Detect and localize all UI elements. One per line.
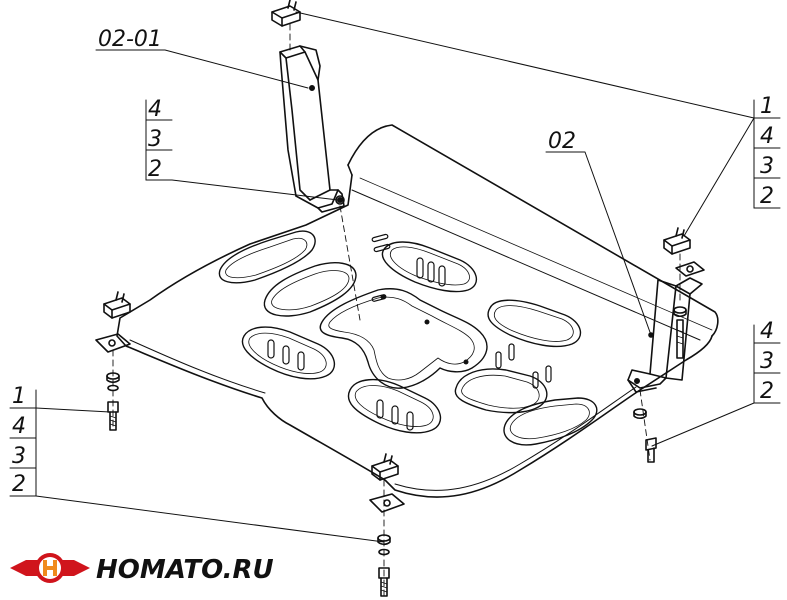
slot bbox=[503, 397, 598, 446]
slot bbox=[487, 299, 582, 348]
callout-bottom-left-3: 3 bbox=[12, 444, 26, 469]
slot bbox=[319, 288, 488, 389]
clip-nut-left bbox=[103, 291, 131, 319]
callout-02: 02 bbox=[548, 129, 576, 154]
homato-logo: HOMATO.RU bbox=[10, 553, 274, 585]
vent-louvres bbox=[267, 233, 552, 431]
leader-lines bbox=[9, 11, 781, 543]
slot bbox=[454, 368, 548, 414]
slot bbox=[381, 241, 478, 293]
bracket-right-02 bbox=[627, 277, 703, 393]
callout-bottom-left-2: 2 bbox=[12, 472, 26, 497]
callout-right-top-3: 3 bbox=[760, 154, 774, 179]
callout-bottom-left-4: 4 bbox=[12, 414, 26, 439]
clip-nut-top bbox=[271, 0, 301, 27]
clip-nut-bottom bbox=[371, 453, 399, 481]
callout-02-01: 02-01 bbox=[98, 27, 162, 52]
logo-brand-text: HOMATO.RU bbox=[96, 555, 274, 585]
holes bbox=[337, 197, 469, 365]
slot bbox=[347, 379, 442, 434]
slot bbox=[241, 326, 336, 380]
callout-right-top-2: 2 bbox=[760, 184, 774, 209]
callout-left-4: 4 bbox=[148, 97, 162, 122]
callout-right-mid-3: 3 bbox=[760, 349, 774, 374]
skid-plate bbox=[116, 124, 719, 498]
callout-right-top-4: 4 bbox=[760, 124, 774, 149]
callout-left-3: 3 bbox=[148, 127, 162, 152]
callout-bottom-left-1: 1 bbox=[12, 384, 26, 409]
fastener-right bbox=[633, 306, 687, 463]
logo-emblem bbox=[10, 553, 90, 583]
clip-nut-right bbox=[663, 227, 691, 255]
callout-right-mid-2: 2 bbox=[760, 379, 774, 404]
callout-labels: 02-01 4 3 2 02 1 4 3 2 4 3 2 1 4 3 2 bbox=[12, 27, 774, 497]
callout-right-top-1: 1 bbox=[760, 94, 774, 119]
slot bbox=[263, 262, 357, 317]
callout-right-mid-4: 4 bbox=[760, 319, 774, 344]
callout-left-2: 2 bbox=[148, 157, 162, 182]
bracket-left-02-01 bbox=[279, 45, 345, 213]
stiffening-slots bbox=[218, 230, 598, 446]
slot bbox=[218, 230, 316, 284]
assembly-axes bbox=[112, 23, 681, 600]
